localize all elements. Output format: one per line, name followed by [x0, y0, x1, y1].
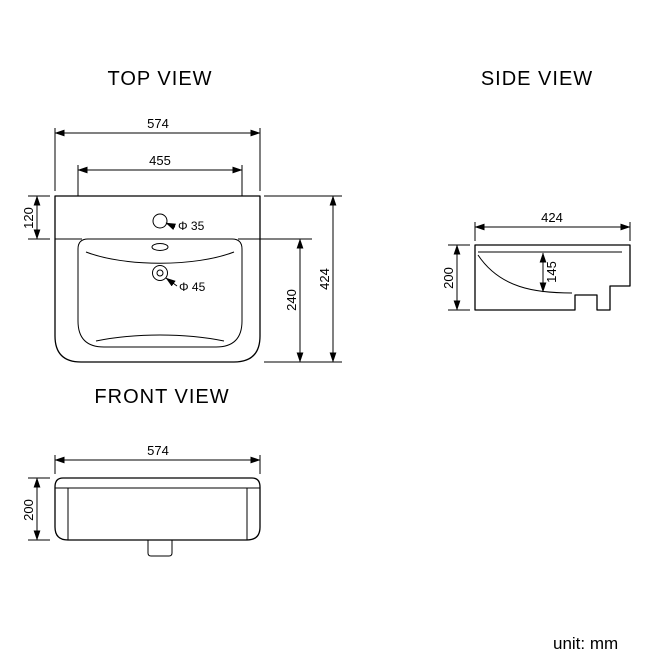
top-view-dim-basin-width: 455: [77, 153, 243, 196]
dim-text-side-depth: 424: [541, 210, 563, 225]
front-view-dim-overall-width: 574: [54, 443, 261, 474]
front-view-outline: [54, 477, 261, 541]
side-view-dim-inner-depth: 145: [539, 252, 559, 293]
drain-hole-inner: [156, 269, 164, 277]
front-view-title: FRONT VIEW: [94, 386, 229, 408]
top-view-bowl-opening: [77, 238, 243, 348]
overflow-slot: [151, 243, 169, 251]
side-view-dim-overall-depth: 424: [474, 210, 631, 241]
unit-label: unit: mm: [553, 634, 618, 650]
top-view-bowl-slope: [85, 251, 235, 264]
drain-leader-line: [165, 277, 178, 287]
dim-text-overall-width: 574: [147, 116, 169, 131]
top-view-dim-overall-width: 574: [54, 116, 261, 191]
side-view-title: SIDE VIEW: [481, 68, 593, 90]
top-view-bowl-floor: [95, 334, 225, 342]
top-view-dim-bowl-depth: 240: [246, 238, 312, 363]
drain-hole-callout: Φ 45: [165, 277, 206, 294]
dim-text-front-height: 200: [21, 499, 36, 521]
faucet-leader-line: [165, 222, 177, 230]
side-view: SIDE VIEW 424 200 145: [441, 68, 631, 311]
dim-text-basin-width: 455: [149, 153, 171, 168]
drain-hole-outer: [152, 265, 168, 281]
dim-text-side-height: 200: [441, 267, 456, 289]
dim-text-bowl-depth: 240: [284, 289, 299, 311]
dim-text-overall-depth: 424: [317, 268, 332, 290]
dim-text-front-width: 574: [147, 443, 169, 458]
faucet-hole: [152, 213, 168, 229]
front-view-drain-outlet: [147, 540, 173, 557]
front-view-dim-height: 200: [21, 477, 50, 541]
side-view-dim-height: 200: [441, 244, 470, 311]
top-view-title: TOP VIEW: [107, 68, 212, 90]
side-view-outline: [474, 244, 631, 311]
dim-text-inner-depth: 145: [544, 261, 559, 283]
faucet-hole-callout: Φ 35: [165, 219, 205, 233]
top-view-outline: [54, 195, 261, 363]
front-view: FRONT VIEW 574 200: [21, 386, 261, 557]
dim-text-deck-depth: 120: [21, 207, 36, 229]
top-view-dim-overall-depth: 424: [264, 195, 342, 363]
faucet-hole-label: Φ 35: [178, 219, 205, 233]
top-view: TOP VIEW Φ 35 Φ 45 574 455: [21, 68, 342, 363]
top-view-dim-deck-depth: 120: [21, 195, 50, 240]
drain-hole-label: Φ 45: [179, 280, 206, 294]
side-view-bowl-profile: [477, 254, 573, 294]
